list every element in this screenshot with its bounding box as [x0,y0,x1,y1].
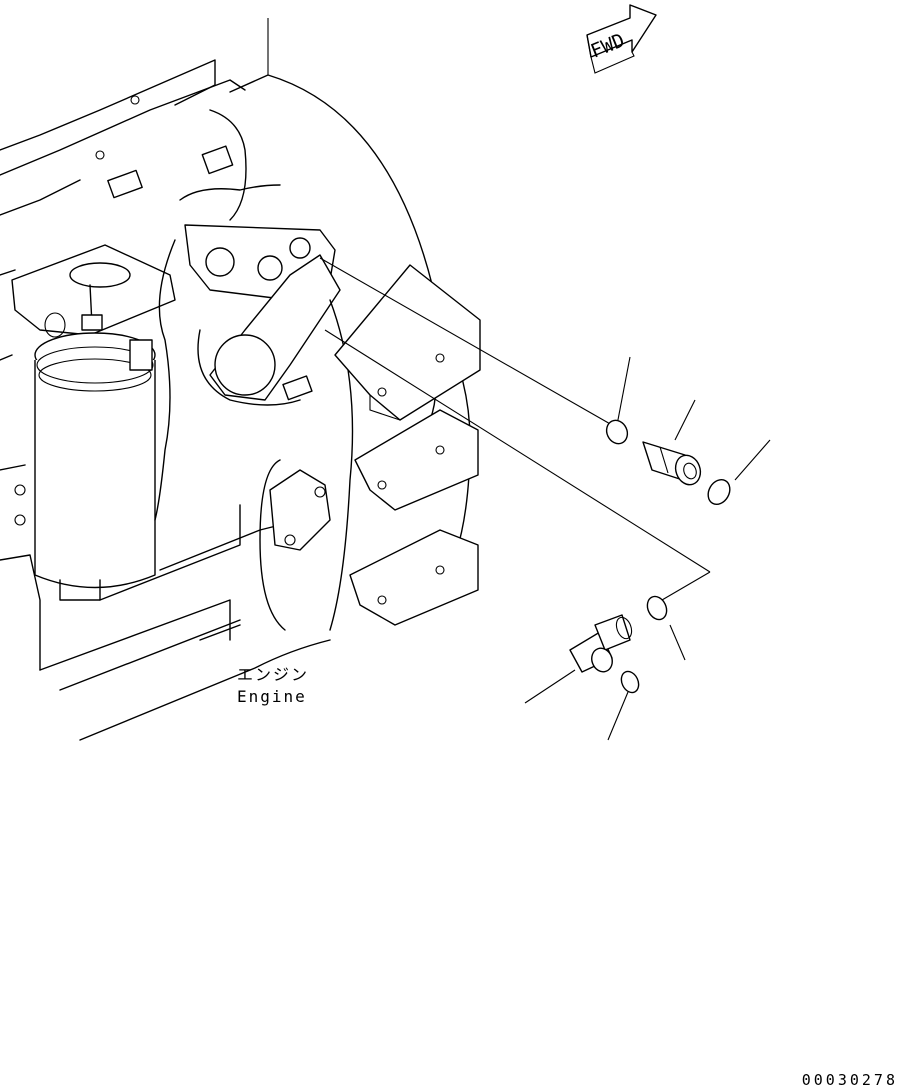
leader-lines [319,257,771,741]
fuel-filter [11,244,176,601]
fwd-arrow: FWD [586,4,657,74]
drawing-code: 00030278 [802,1071,898,1089]
housing-plate [259,264,481,631]
engine-label-en: Engine [237,687,307,706]
engine-block [0,59,331,741]
o-ring-bottom [620,670,640,694]
elbow-connector [569,614,633,673]
straight-connector [642,441,702,486]
sensor-bracket [107,109,341,521]
o-ring-right [707,478,731,506]
o-ring-lower [646,595,668,621]
engine-label-jp: エンジン [237,665,309,684]
o-ring-upper [605,419,629,445]
